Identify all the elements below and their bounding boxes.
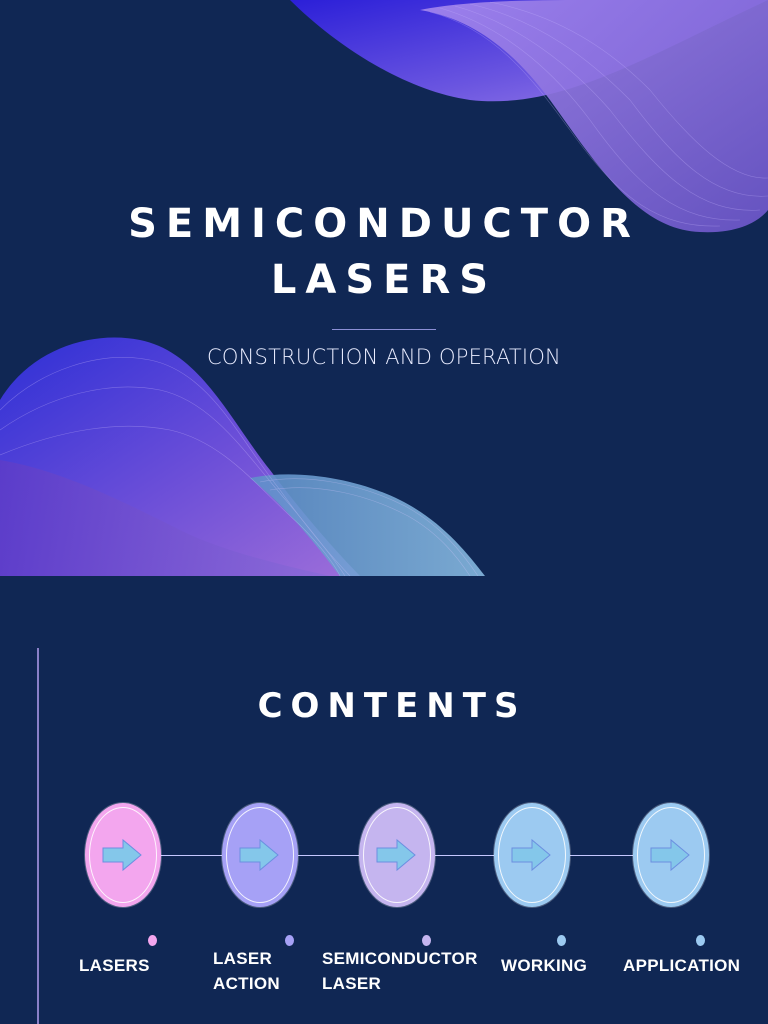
contents-slide: CONTENTS LASERS LASER ACTION SEMICONDUCT… bbox=[0, 576, 768, 1024]
contents-label-lasers[interactable]: LASERS bbox=[79, 953, 150, 978]
node-ring bbox=[226, 807, 294, 903]
label-line1: LASERS bbox=[79, 956, 150, 975]
contents-dot-laser-action bbox=[285, 935, 294, 946]
label-line1: SEMICONDUCTOR bbox=[322, 949, 478, 968]
right-arrow-icon bbox=[650, 838, 690, 872]
contents-heading: CONTENTS bbox=[257, 686, 527, 726]
contents-dot-working bbox=[557, 935, 566, 946]
right-arrow-icon bbox=[376, 838, 416, 872]
slide-title: SEMICONDUCTOR LASERS bbox=[0, 196, 768, 308]
contents-label-working[interactable]: WORKING bbox=[501, 953, 587, 978]
right-arrow-icon bbox=[102, 838, 142, 872]
slide-title-line2: LASERS bbox=[270, 257, 498, 303]
label-line2: ACTION bbox=[213, 974, 280, 993]
contents-label-semiconductor-laser[interactable]: SEMICONDUCTOR LASER bbox=[322, 946, 478, 996]
label-line1: LASER bbox=[213, 949, 273, 968]
contents-node-lasers[interactable] bbox=[85, 803, 161, 907]
node-ring bbox=[363, 807, 431, 903]
label-line1: WORKING bbox=[501, 956, 588, 975]
contents-node-working[interactable] bbox=[494, 803, 570, 907]
contents-dot-application bbox=[696, 935, 705, 946]
node-ring bbox=[498, 807, 566, 903]
contents-node-semiconductor-laser[interactable] bbox=[359, 803, 435, 907]
label-line1: APPLICATION bbox=[623, 956, 741, 975]
node-ring bbox=[637, 807, 705, 903]
contents-dot-lasers bbox=[148, 935, 157, 946]
top-wave-decoration bbox=[0, 0, 768, 576]
contents-node-application[interactable] bbox=[633, 803, 709, 907]
right-arrow-icon bbox=[511, 838, 551, 872]
slide-subtitle: CONSTRUCTION AND OPERATION bbox=[207, 345, 561, 369]
node-ring bbox=[89, 807, 157, 903]
contents-label-laser-action[interactable]: LASER ACTION bbox=[213, 946, 280, 996]
contents-node-laser-action[interactable] bbox=[222, 803, 298, 907]
contents-label-application[interactable]: APPLICATION bbox=[623, 953, 740, 978]
contents-dot-semiconductor-laser bbox=[422, 935, 431, 946]
label-line2: LASER bbox=[322, 974, 382, 993]
title-slide: SEMICONDUCTOR LASERS CONSTRUCTION AND OP… bbox=[0, 0, 768, 576]
slide-title-line1: SEMICONDUCTOR bbox=[128, 201, 640, 247]
right-arrow-icon bbox=[239, 838, 279, 872]
title-divider bbox=[332, 329, 436, 330]
left-accent-rule bbox=[37, 648, 39, 1024]
